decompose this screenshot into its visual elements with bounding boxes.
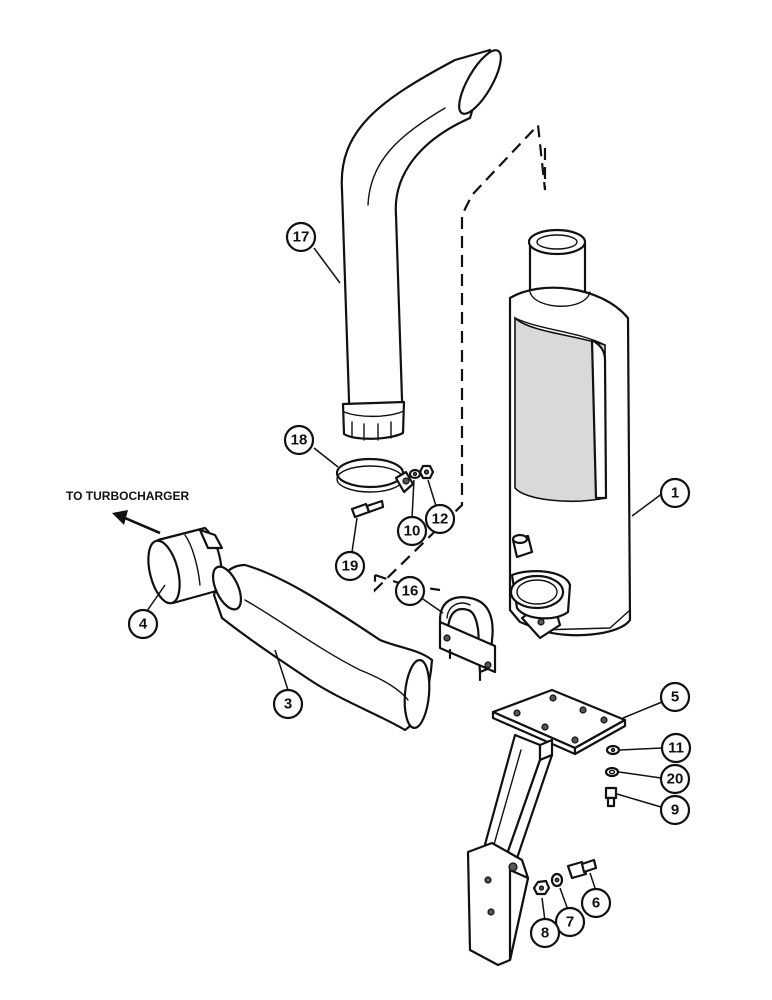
u-bolt-clamp-16 <box>438 596 497 682</box>
callout-9-text: 9 <box>671 802 679 819</box>
callout-6: 6 <box>580 887 612 919</box>
callout-11-text: 11 <box>668 740 684 757</box>
leader-4 <box>146 584 166 612</box>
callout-12: 12 <box>424 503 456 535</box>
callout-10: 10 <box>396 515 428 547</box>
callout-4-text: 4 <box>139 616 148 633</box>
lock-washer-20 <box>604 766 620 778</box>
leader-3 <box>274 649 289 691</box>
callout-4: 4 <box>127 608 159 640</box>
callout-10-text: 10 <box>404 523 421 540</box>
callout-5: 5 <box>659 681 691 713</box>
callout-7: 7 <box>554 906 586 938</box>
callout-17-text: 17 <box>293 229 310 246</box>
callout-9: 9 <box>659 794 691 826</box>
callout-7-text: 7 <box>566 914 574 931</box>
leader-16 <box>419 596 444 614</box>
callout-12-text: 12 <box>432 511 449 528</box>
leader-17 <box>313 247 341 284</box>
bolt-9 <box>604 786 618 808</box>
callout-20: 20 <box>659 763 691 795</box>
muffler-1 <box>508 228 632 640</box>
callout-3: 3 <box>272 688 304 720</box>
washer-7 <box>550 872 564 888</box>
leader-7 <box>559 887 569 911</box>
callout-18-text: 18 <box>291 432 308 449</box>
callout-19: 19 <box>334 550 366 582</box>
callout-20-text: 20 <box>667 771 684 788</box>
nut-8 <box>532 879 551 896</box>
sleeve-clamp-4 <box>147 526 224 605</box>
leader-19 <box>351 517 358 553</box>
callout-19-text: 19 <box>342 558 359 575</box>
callout-1: 1 <box>659 477 691 509</box>
leader-11 <box>619 747 663 751</box>
bolt-19 <box>350 499 385 519</box>
washer-11 <box>605 744 621 756</box>
callout-17: 17 <box>285 221 317 253</box>
leader-20 <box>618 771 662 779</box>
direction-arrow <box>112 510 161 535</box>
leader-8 <box>541 897 546 922</box>
exhaust-pipe-3 <box>211 563 434 732</box>
bolt-6 <box>566 858 598 880</box>
callout-16-text: 16 <box>402 583 419 600</box>
assembly-line <box>373 122 547 593</box>
assembly-line-lower <box>374 573 441 592</box>
callout-8-text: 8 <box>541 925 549 942</box>
turbocharger-label: TO TURBOCHARGER <box>66 489 189 503</box>
band-clamp-18 <box>335 457 415 494</box>
callout-3-text: 3 <box>284 696 292 713</box>
washer-10 <box>408 468 422 480</box>
leader-18 <box>313 447 339 468</box>
leader-1 <box>631 492 664 517</box>
nut-12 <box>418 464 435 480</box>
callout-8: 8 <box>529 917 561 949</box>
leader-5 <box>622 701 663 719</box>
callout-5-text: 5 <box>671 689 679 706</box>
tailpipe-17 <box>340 48 502 441</box>
mounting-bracket-5 <box>466 688 627 967</box>
callout-16: 16 <box>394 575 426 607</box>
leader-10 <box>411 479 415 519</box>
callout-1-text: 1 <box>671 485 679 502</box>
callout-11: 11 <box>660 732 692 764</box>
callout-6-text: 6 <box>592 895 600 912</box>
callout-18: 18 <box>283 424 315 456</box>
leader-9 <box>616 793 662 808</box>
leader-12 <box>427 479 437 507</box>
